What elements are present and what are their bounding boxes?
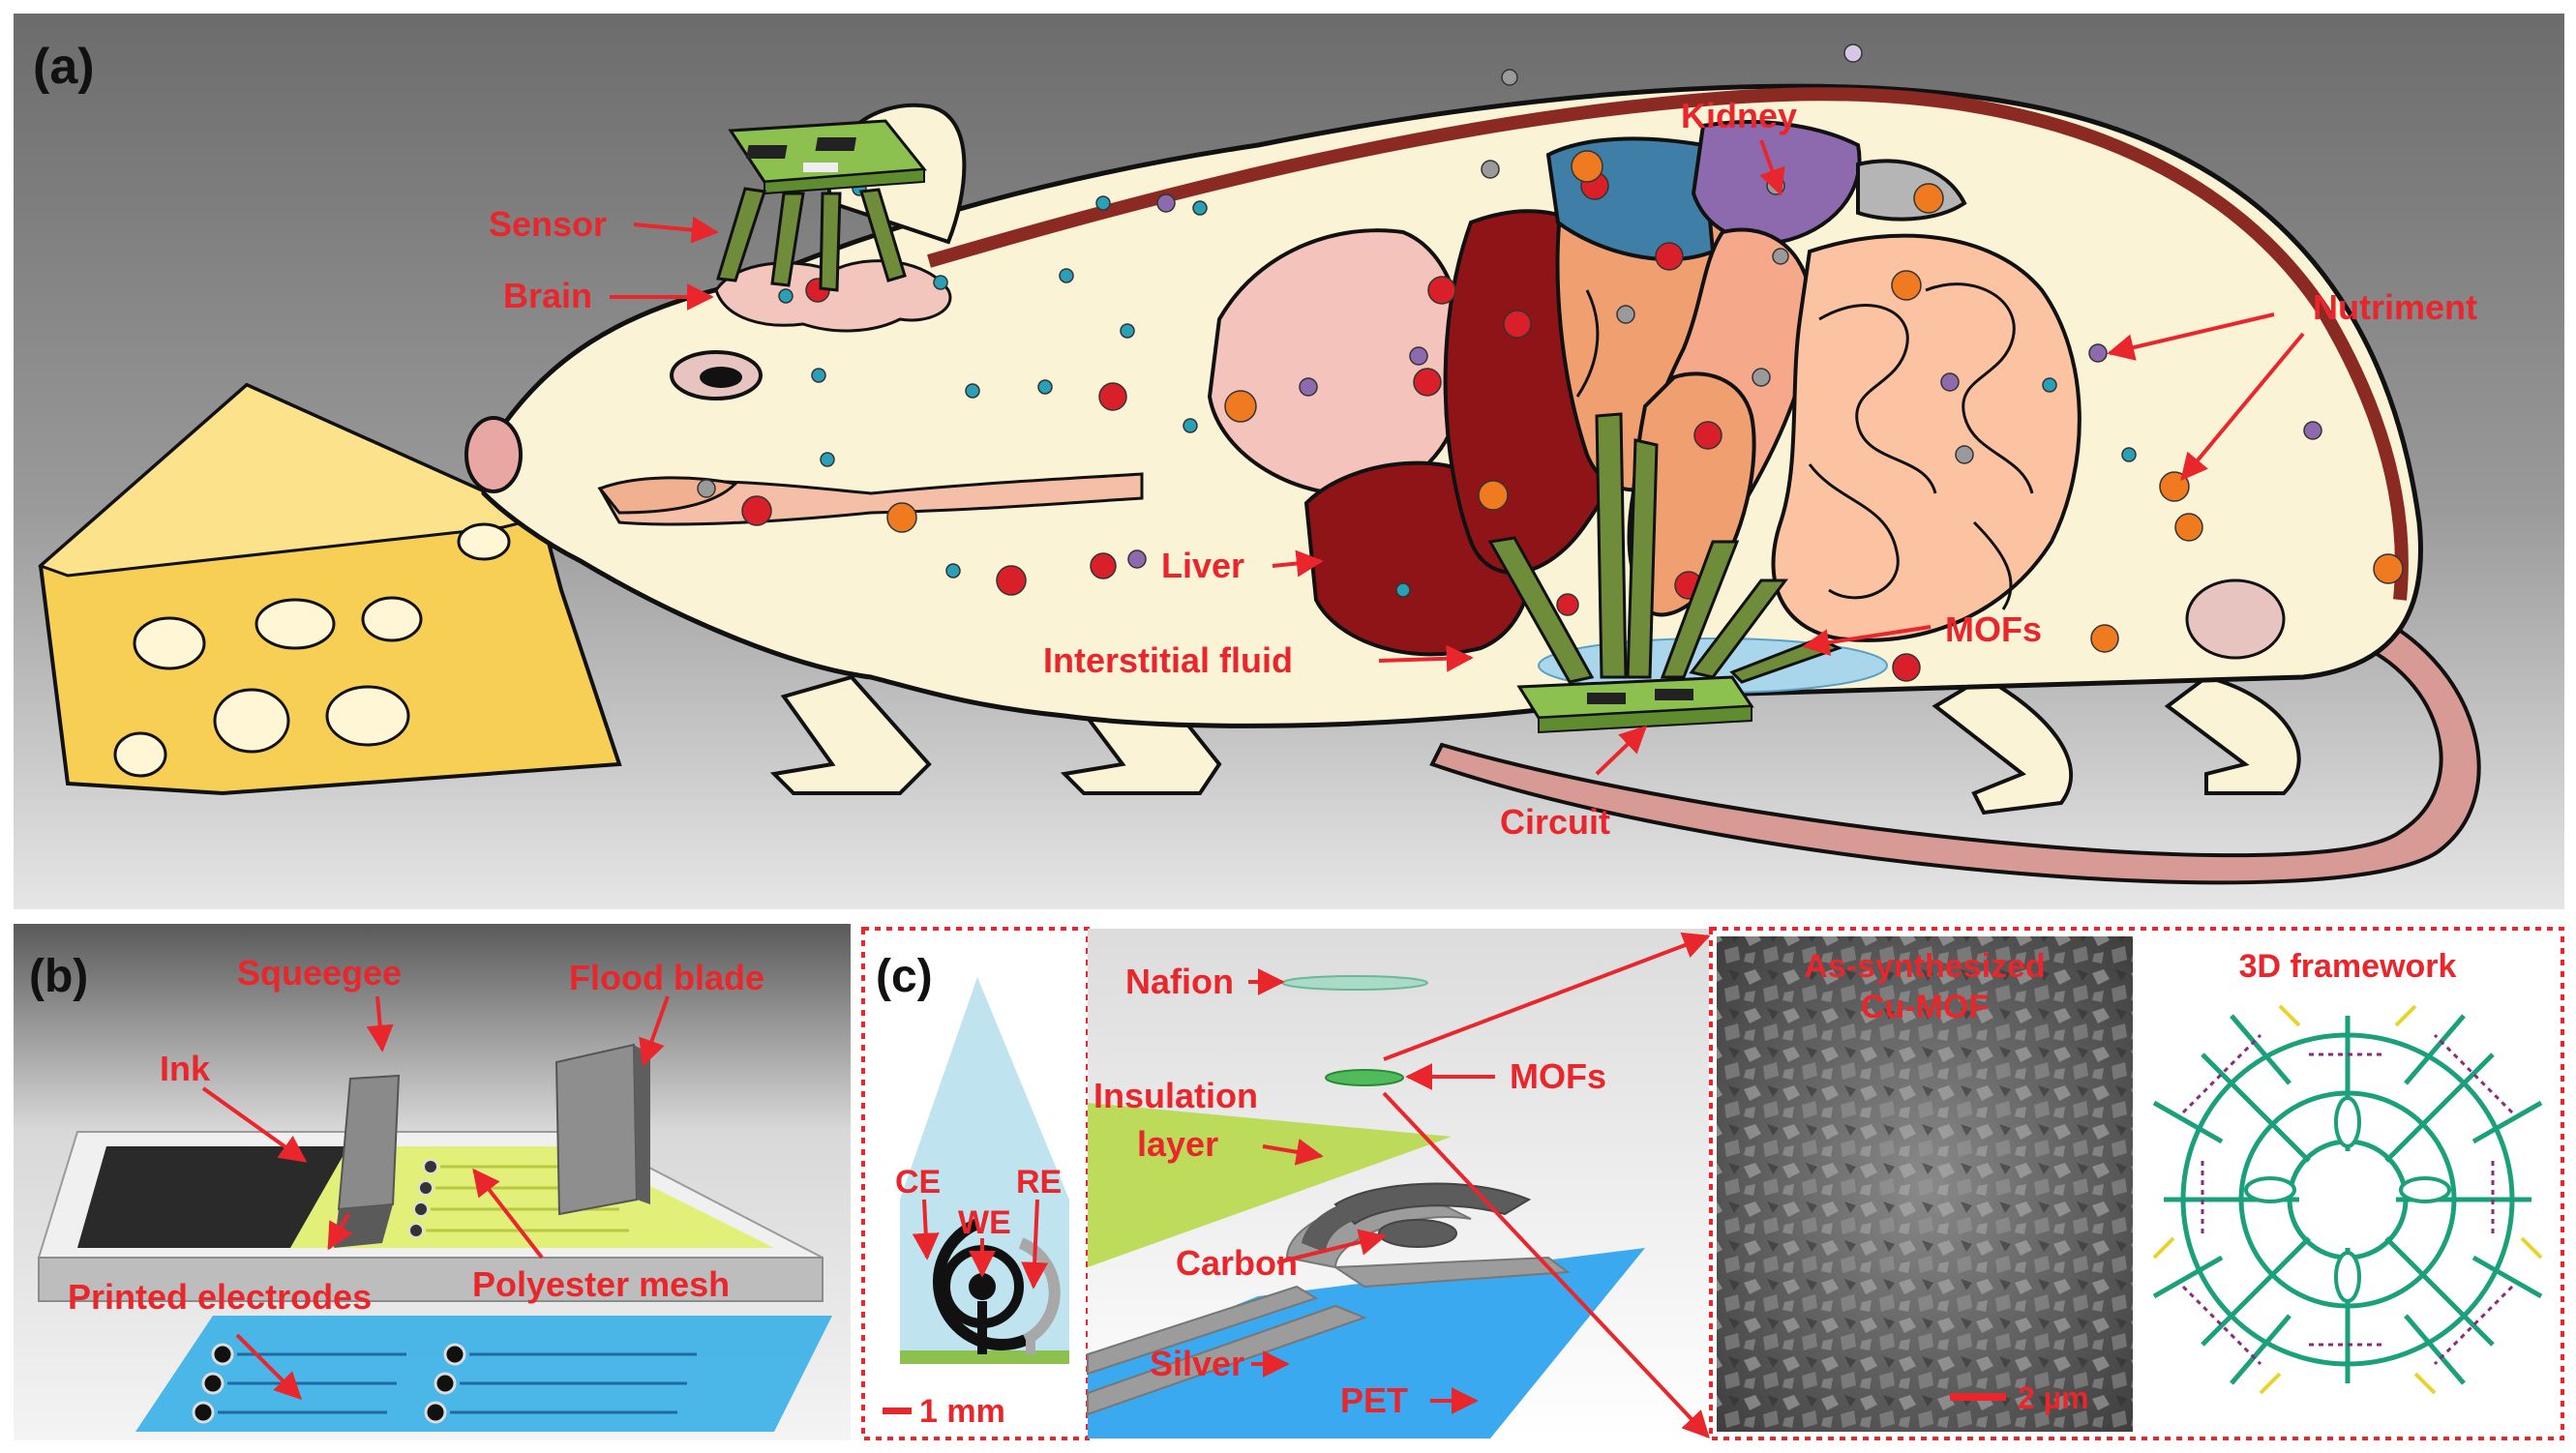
mouse-nose bbox=[464, 416, 523, 493]
panel-b: (b) bbox=[14, 924, 851, 1440]
label-carbon: Carbon bbox=[1176, 1243, 1298, 1283]
label-nutriment: Nutriment bbox=[2313, 287, 2477, 327]
arrow-nutriment-2 bbox=[2180, 332, 2305, 482]
mofs-layer bbox=[1325, 1069, 1404, 1086]
label-circuit: Circuit bbox=[1500, 802, 1610, 842]
layer-arrows bbox=[1248, 932, 1711, 1439]
label-mofs-c: MOFs bbox=[1510, 1056, 1606, 1096]
arrow-interstitial-fluid bbox=[1378, 644, 1474, 672]
arrow-carbon bbox=[1276, 1229, 1387, 1264]
mouse-esophagus bbox=[597, 472, 1144, 526]
scale-bar-1mm bbox=[883, 1408, 912, 1414]
nafion-layer bbox=[1281, 975, 1428, 991]
panel-b-arrows bbox=[201, 995, 670, 1400]
label-interstitial-fluid: Interstitial fluid bbox=[1043, 640, 1293, 680]
panel-c-tag: (c) bbox=[876, 951, 933, 1002]
arrow-flood-blade bbox=[639, 995, 670, 1067]
panel-a-tag: (a) bbox=[33, 39, 95, 95]
label-liver: Liver bbox=[1161, 546, 1244, 585]
arrow-re bbox=[1021, 1199, 1049, 1290]
arrow-kidney bbox=[1759, 139, 1785, 196]
flood-blade bbox=[554, 1043, 639, 1216]
mouse-bladder bbox=[2185, 578, 2286, 660]
arrow-mofs-a bbox=[1802, 625, 1932, 657]
nutrient-particles bbox=[697, 44, 2404, 682]
label-scale-2um: 2 µm bbox=[2018, 1380, 2089, 1415]
ink-layer bbox=[77, 1146, 348, 1248]
cheese-illustration bbox=[38, 382, 622, 796]
label-flood-blade: Flood blade bbox=[569, 958, 764, 997]
label-scale-1mm: 1 mm bbox=[919, 1393, 1005, 1430]
arrow-ink bbox=[201, 1086, 308, 1163]
zoom-line-lower bbox=[1382, 1091, 1710, 1439]
printed-electrode-array bbox=[192, 1343, 466, 1424]
panel-a: (a) bbox=[14, 14, 2564, 909]
label-silver: Silver bbox=[1150, 1344, 1244, 1383]
label-insulation-line2: layer bbox=[1137, 1124, 1218, 1164]
label-3d-framework: 3D framework bbox=[2239, 948, 2457, 985]
label-polyester-mesh: Polyester mesh bbox=[472, 1264, 730, 1304]
mof-framework-model: 3D framework bbox=[2139, 936, 2557, 1432]
body-sensor-device bbox=[1487, 412, 1842, 734]
brain-sensor-device bbox=[716, 119, 927, 292]
panel-b-tag: (b) bbox=[29, 951, 88, 1002]
label-sem-title-line2: Cu-MOF bbox=[1861, 989, 1989, 1025]
mouse-tail bbox=[1429, 607, 2481, 885]
electrode-arrows bbox=[912, 1199, 1049, 1290]
label-pet: PET bbox=[1340, 1380, 1408, 1420]
insulation-layer bbox=[1088, 1103, 1452, 1267]
arrow-squeegee bbox=[366, 995, 394, 1053]
silver-layer bbox=[1087, 1197, 1571, 1416]
arrow-nutriment-1 bbox=[2107, 312, 2275, 361]
zoom-line-upper bbox=[1383, 932, 1711, 1061]
label-printed-electrodes: Printed electrodes bbox=[68, 1277, 372, 1317]
label-insulation-line1: Insulation bbox=[1093, 1076, 1258, 1115]
pet-layer bbox=[1088, 1248, 1645, 1438]
arrow-ink-transfer bbox=[327, 1213, 353, 1251]
label-ce: CE bbox=[895, 1164, 941, 1201]
label-we: WE bbox=[958, 1204, 1011, 1241]
arrow-printed-electrodes bbox=[235, 1333, 302, 1400]
label-brain: Brain bbox=[503, 276, 592, 315]
arrow-circuit bbox=[1595, 726, 1648, 776]
label-nafion: Nafion bbox=[1125, 962, 1234, 1001]
label-ink: Ink bbox=[160, 1049, 211, 1088]
arrow-polyester-mesh bbox=[472, 1168, 544, 1260]
arrow-ce bbox=[912, 1199, 940, 1260]
panel-a-arrows bbox=[610, 139, 2305, 776]
label-sem-title-line1: As-synthesized bbox=[1804, 948, 2045, 985]
scale-bar-2um bbox=[1950, 1393, 2006, 1401]
arrow-liver bbox=[1272, 549, 1324, 578]
arrow-insulation bbox=[1262, 1139, 1324, 1166]
label-re: RE bbox=[1016, 1164, 1062, 1201]
label-kidney: Kidney bbox=[1681, 96, 1797, 135]
label-squeegee: Squeegee bbox=[237, 953, 402, 993]
mouse-spine bbox=[927, 87, 2409, 601]
mouse-organs bbox=[1207, 120, 2082, 657]
panel-c: (c) CE RE WE 1 mm bbox=[861, 927, 2564, 1440]
label-mofs: MOFs bbox=[1945, 609, 2042, 649]
printed-substrate bbox=[135, 1316, 832, 1432]
label-sensor: Sensor bbox=[489, 204, 607, 244]
intestine-folds bbox=[1575, 282, 2034, 610]
arrow-sensor bbox=[633, 216, 719, 244]
